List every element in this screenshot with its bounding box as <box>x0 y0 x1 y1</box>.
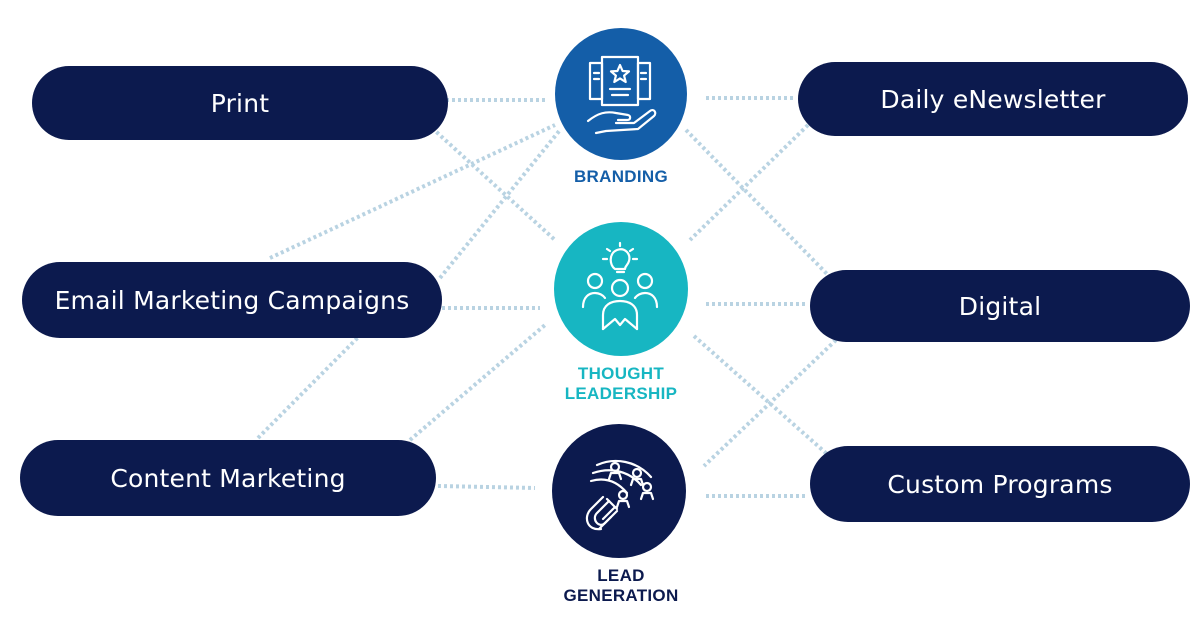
hub-thought-leadership-label-line-1: THOUGHT <box>577 364 665 383</box>
hub-lead-generation-label-line-2: GENERATION <box>563 586 679 605</box>
channel-digital: Digital <box>810 270 1190 342</box>
channel-email-marketing-campaigns: Email Marketing Campaigns <box>22 262 442 338</box>
hub-lead-generation-label: LEAD GENERATION <box>536 566 706 606</box>
channel-daily-enewsletter: Daily eNewsletter <box>798 62 1188 136</box>
channel-custom-label: Custom Programs <box>887 469 1113 499</box>
connector-digital-branding <box>684 128 830 277</box>
connector-content-branding <box>269 123 556 260</box>
channel-custom-programs: Custom Programs <box>810 446 1190 522</box>
hub-thought-leadership-label: THOUGHT LEADERSHIP <box>536 364 706 404</box>
hub-lead-generation-label-line-1: LEAD <box>597 566 645 585</box>
connector-print-thought-leadership <box>430 126 557 242</box>
connector-content-lead-generation <box>437 484 536 490</box>
magnet-attracting-people-icon <box>585 459 655 531</box>
channel-content-marketing: Content Marketing <box>20 440 436 516</box>
connector-content-thought-leadership-a <box>256 278 417 440</box>
hub-lead-generation <box>552 424 686 558</box>
hub-branding-label-line-1: BRANDING <box>573 167 668 186</box>
connector-email-branding <box>438 128 562 280</box>
channel-email-label: Email Marketing Campaigns <box>54 285 410 315</box>
channel-digital-label: Digital <box>958 291 1042 321</box>
channel-print: Print <box>32 66 448 140</box>
connector-content-thought-leadership-b <box>408 323 547 442</box>
hub-branding-label: BRANDING <box>546 167 696 187</box>
channel-enewsletter-label: Daily eNewsletter <box>880 84 1106 114</box>
channel-print-label: Print <box>210 88 270 118</box>
idea-lightbulb-group-icon <box>581 241 659 331</box>
hub-thought-leadership-label-line-2: LEADERSHIP <box>564 384 678 403</box>
connector-enewsletter-thought-leadership <box>688 123 810 242</box>
connector-custom-thought-leadership <box>692 334 838 464</box>
channel-content-label: Content Marketing <box>110 463 346 493</box>
hub-thought-leadership <box>554 222 688 356</box>
hub-branding <box>555 28 687 160</box>
award-certificate-in-hand-icon <box>586 55 657 135</box>
connector-digital-lead-generation <box>702 338 838 468</box>
